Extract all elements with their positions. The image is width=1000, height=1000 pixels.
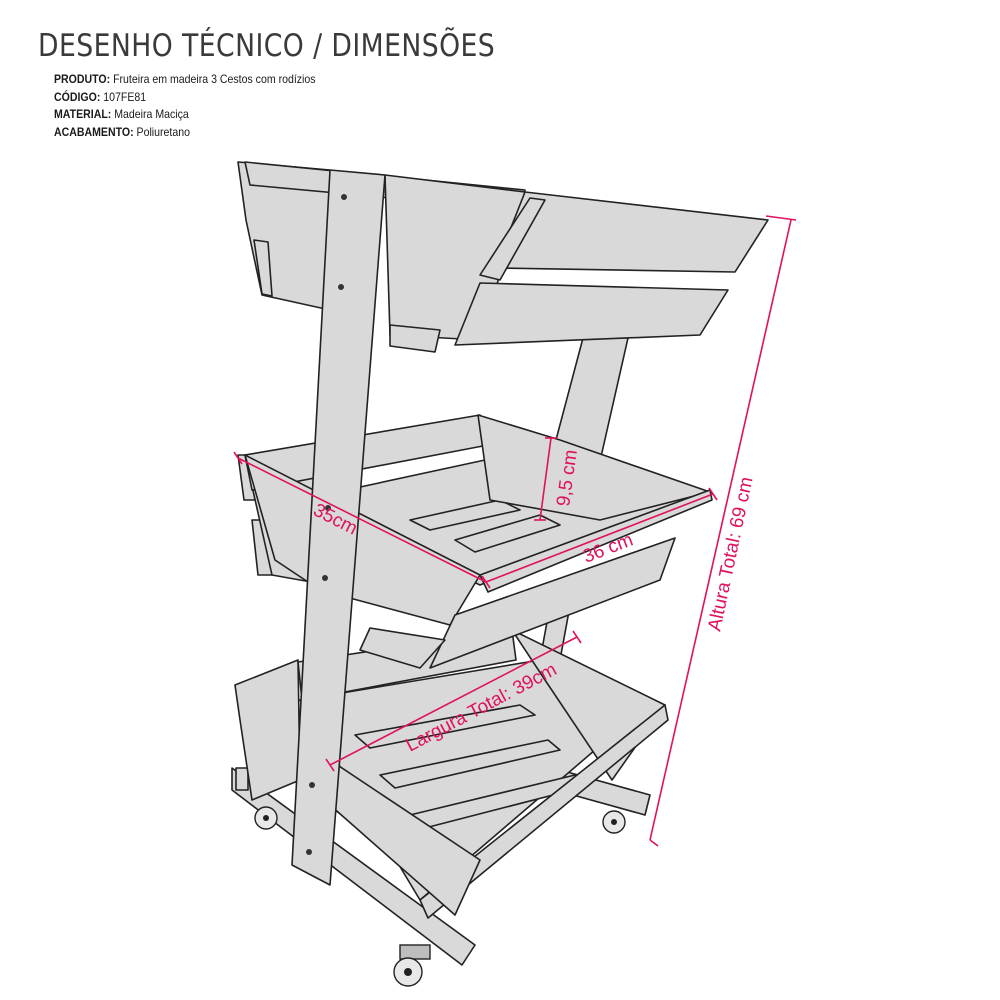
- bolt: [338, 284, 344, 290]
- middle-basket-front-rim: [479, 489, 713, 593]
- spec-code: CÓDIGO: 107FE81: [54, 89, 147, 104]
- dimension-line-depth: [237, 457, 487, 583]
- bolt: [306, 849, 312, 855]
- product-specs: PRODUTO: Fruteira em madeira 3 Cestos co…: [54, 71, 316, 141]
- page-title: DESENHO TÉCNICO / DIMENSÕES: [38, 28, 496, 64]
- bolt: [325, 505, 331, 511]
- bolt: [341, 194, 347, 200]
- caster-right: [602, 810, 626, 834]
- spec-product-value: Fruteira em madeira 3 Cestos com rodízio…: [113, 72, 316, 86]
- bottom-basket-front-rim: [419, 704, 669, 919]
- middle-basket-front: [244, 454, 481, 626]
- middle-basket-bottom-board: [359, 627, 446, 669]
- leg-bolts: [306, 194, 347, 855]
- caster-front: [393, 944, 431, 987]
- bottom-basket-slat: [379, 739, 561, 789]
- front-leg: [291, 169, 386, 886]
- caster-left: [254, 806, 278, 830]
- middle-basket-slat: [454, 514, 561, 553]
- bolt: [322, 575, 328, 581]
- middle-basket-front-board: [429, 537, 676, 669]
- dimension-line-total-width: [329, 636, 578, 766]
- bolt: [309, 782, 315, 788]
- bottom-basket-left-side: [234, 659, 301, 801]
- dimension-line-total-height: [649, 219, 792, 841]
- top-basket-bottom: [389, 324, 441, 353]
- middle-basket-right-side: [477, 414, 711, 521]
- top-basket-front-board: [454, 282, 729, 346]
- top-basket-right-side: [479, 197, 546, 281]
- dimension-line-width: [485, 493, 714, 583]
- dimension-line-height: [539, 437, 552, 521]
- base-rail-left: [231, 767, 476, 966]
- spec-material: MATERIAL: Madeira Maciça: [54, 107, 189, 121]
- spec-finish: ACABAMENTO: Poliuretano: [54, 124, 190, 139]
- spec-material-value: Madeira Maciça: [114, 107, 189, 121]
- top-basket-left-tab: [253, 239, 273, 297]
- middle-basket-slat: [409, 499, 521, 531]
- spec-code-value: 107FE81: [103, 89, 147, 104]
- base-rail-left-front: [235, 767, 249, 791]
- bottom-basket-slat: [354, 704, 536, 749]
- spec-finish-value: Poliuretano: [136, 124, 190, 139]
- spec-product: PRODUTO: Fruteira em madeira 3 Cestos co…: [54, 72, 316, 86]
